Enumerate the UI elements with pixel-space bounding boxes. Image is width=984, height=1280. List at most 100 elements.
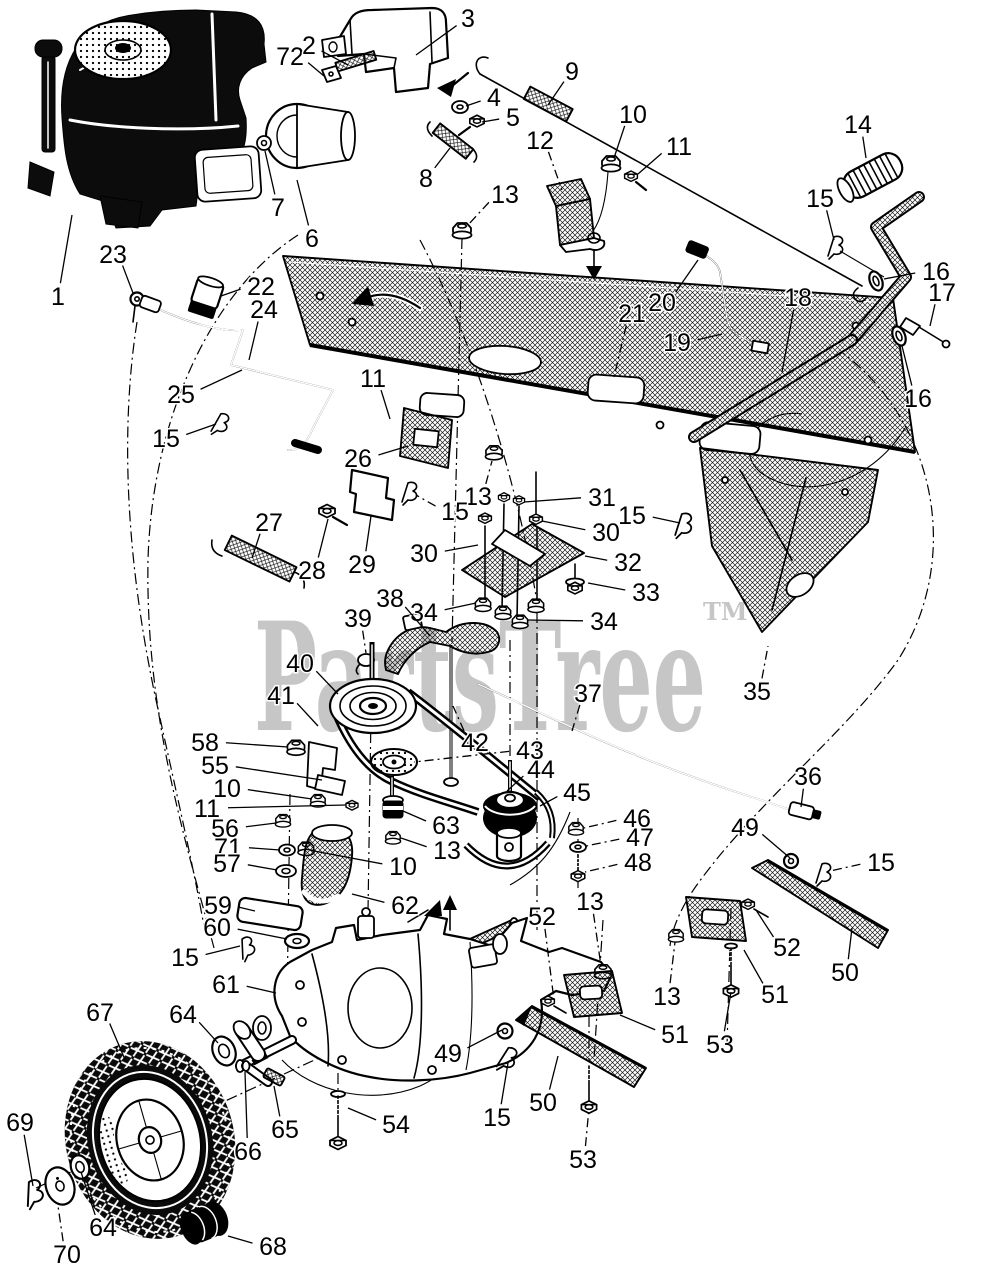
dipstick-handle — [34, 39, 63, 58]
callout-label-13: 13 — [653, 983, 681, 1011]
callout-label-37: 37 — [574, 680, 602, 708]
callout-label-6: 6 — [305, 225, 319, 253]
callout-label-23: 23 — [99, 241, 127, 269]
washer-64 — [211, 1035, 237, 1067]
callout-label-5: 5 — [506, 104, 520, 132]
frame-channel — [282, 255, 916, 633]
callout-leader-45 — [539, 796, 558, 807]
nut-46 — [567, 821, 585, 836]
callout-label-8: 8 — [419, 165, 433, 193]
callout-leader-18 — [781, 309, 795, 373]
callout-label-33: 33 — [632, 579, 660, 607]
direction-arrow-icon — [443, 895, 457, 910]
callout-label-18: 18 — [784, 284, 812, 312]
callout-label-42: 42 — [461, 729, 489, 757]
callout-layer: 1232224251572234589121011131415161716201… — [5, 4, 958, 1271]
callout-leader-64 — [198, 1021, 219, 1044]
callout-label-27: 27 — [255, 509, 283, 537]
callout-leader-13 — [466, 201, 490, 227]
callout-leader-53 — [723, 991, 732, 1032]
callout-leader-28 — [317, 518, 329, 558]
callout-label-15: 15 — [867, 849, 895, 877]
callout-leader-30 — [444, 544, 479, 552]
callout-label-15: 15 — [618, 502, 646, 530]
nut-58 — [286, 739, 306, 757]
callout-leader-10 — [613, 125, 626, 159]
callout-label-20: 20 — [648, 289, 676, 317]
center-bolt-stack — [443, 444, 585, 787]
bolt-30 — [528, 513, 544, 526]
callout-label-34: 34 — [410, 599, 438, 627]
bolt-52 — [540, 995, 556, 1008]
callout-leader-53 — [584, 1107, 590, 1147]
callout-leader-19 — [697, 333, 723, 341]
cover-bracket-3 — [336, 6, 450, 94]
grip-14 — [836, 152, 904, 203]
callout-leader-50 — [548, 1055, 559, 1090]
callout-leader-51 — [743, 949, 764, 984]
bracket-29 — [348, 468, 396, 522]
nut-34 — [494, 605, 512, 621]
callout-label-52: 52 — [528, 903, 556, 931]
direction-arrow-icon — [424, 900, 442, 916]
callout-label-68: 68 — [259, 1233, 287, 1261]
callout-label-30: 30 — [592, 519, 620, 547]
callout-leader-34 — [527, 619, 584, 622]
callout-leader-13 — [400, 837, 427, 848]
callout-label-13: 13 — [433, 837, 461, 865]
bolt-5 — [468, 114, 486, 128]
down-arrow-icon — [586, 266, 602, 280]
callout-leader-47 — [585, 838, 620, 847]
callout-leader-44 — [506, 775, 524, 792]
callout-label-15: 15 — [152, 425, 180, 453]
callout-label-16: 16 — [904, 385, 932, 413]
callout-label-9: 9 — [565, 58, 579, 86]
bolt-28 — [318, 503, 336, 519]
belt-drive — [328, 612, 543, 845]
disc-70 — [44, 1166, 76, 1206]
nut-34 — [527, 598, 545, 614]
callout-leader-3 — [415, 25, 457, 56]
washer-49 — [496, 1022, 514, 1040]
callout-leader-15 — [500, 1062, 509, 1105]
screw-11 — [623, 170, 639, 183]
clip-15 — [827, 235, 844, 260]
callout-leader-33 — [587, 582, 626, 591]
callout-label-11: 11 — [194, 795, 220, 823]
callout-leader-51 — [619, 1014, 656, 1031]
callout-leader-22 — [220, 288, 241, 297]
callout-label-7: 7 — [271, 194, 285, 222]
callout-leader-61 — [246, 985, 277, 994]
callout-leader-17 — [929, 304, 936, 327]
callout-leader-29 — [365, 515, 372, 552]
clip-69 — [20, 1177, 47, 1211]
callout-label-15: 15 — [441, 498, 469, 526]
callout-label-57: 57 — [213, 850, 241, 878]
callout-leader-62 — [351, 893, 385, 903]
callout-label-52: 52 — [773, 934, 801, 962]
callout-leader-72 — [307, 62, 325, 77]
callout-label-19: 19 — [663, 329, 691, 357]
nut-56 — [274, 813, 292, 828]
callout-label-46: 46 — [623, 805, 651, 833]
bolt-31 — [497, 492, 511, 503]
callout-leader-10 — [313, 850, 383, 865]
callout-leader-69 — [23, 1134, 34, 1187]
callout-leader-49 — [761, 833, 791, 859]
nut-13 — [451, 222, 473, 240]
callout-leader-56 — [245, 822, 277, 828]
callout-label-59: 59 — [204, 892, 232, 920]
callout-leader-70 — [57, 1205, 64, 1242]
callout-label-24: 24 — [250, 296, 278, 324]
callout-leader-35 — [761, 645, 769, 679]
callout-leader-49 — [467, 1029, 503, 1049]
callout-leader-63 — [402, 810, 427, 822]
callout-leader-48 — [584, 863, 618, 873]
callout-leader-13 — [485, 460, 493, 485]
fitting-72 — [321, 65, 342, 83]
callout-label-51: 51 — [661, 1021, 689, 1049]
bolt-31 — [512, 495, 526, 506]
callout-label-44: 44 — [527, 756, 555, 784]
callout-leader-59 — [238, 906, 256, 912]
nut-34 — [474, 597, 492, 613]
